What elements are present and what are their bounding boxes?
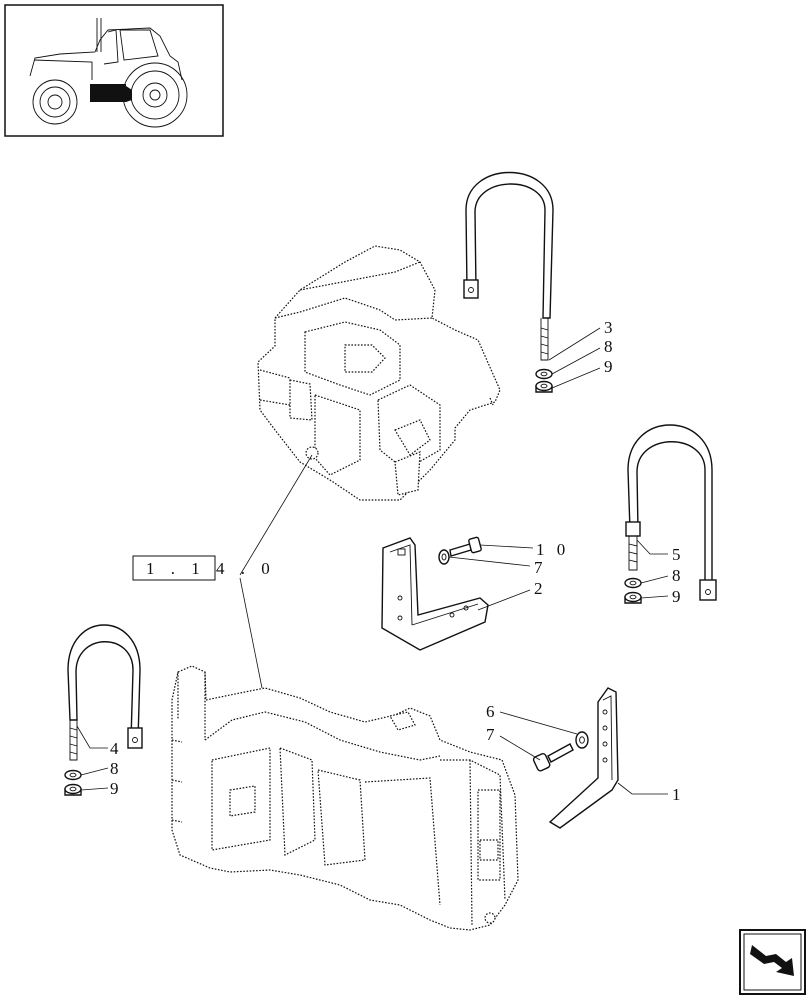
washer-6	[575, 731, 589, 749]
callout-5: 5	[672, 545, 681, 564]
callout-2: 2	[534, 579, 543, 598]
nut-9c	[64, 783, 82, 796]
callout-4: 4	[110, 739, 119, 758]
navigation-arrow-icon[interactable]	[739, 929, 806, 995]
bracket-1	[548, 687, 619, 829]
callout-9a: 9	[604, 357, 613, 376]
strap-5	[625, 424, 717, 601]
leader-lines	[76, 327, 669, 795]
strap-4	[67, 624, 143, 761]
washer-7a	[438, 549, 450, 565]
lower-tank-assembly	[171, 665, 519, 931]
bolt-10	[449, 536, 482, 557]
callout-9c: 9	[110, 779, 119, 798]
nut-9b	[624, 591, 642, 604]
tractor-thumbnail-icon[interactable]	[4, 4, 224, 137]
nut-9a	[535, 380, 553, 393]
strap-3	[463, 171, 554, 361]
callout-8b: 8	[672, 566, 681, 585]
callouts: 3 8 9 1 0 7 2 5 8 9 4 8 9 6 7 1	[110, 318, 681, 804]
reference-label: 1 . 1 4 . 0	[146, 559, 276, 578]
callout-1: 1	[672, 785, 681, 804]
reference-box[interactable]: 1 . 1 4 . 0	[132, 555, 276, 581]
bolt-7b	[532, 743, 574, 772]
washer-8c	[64, 769, 82, 781]
callout-7b: 7	[486, 725, 495, 744]
washer-8a	[535, 368, 553, 380]
washer-8b	[624, 577, 642, 589]
callout-7a: 7	[534, 558, 543, 577]
bracket-2	[381, 537, 489, 651]
callout-9b: 9	[672, 587, 681, 606]
upper-tank-assembly	[257, 245, 501, 501]
callout-8a: 8	[604, 337, 613, 356]
callout-8c: 8	[110, 759, 119, 778]
callout-3: 3	[604, 318, 613, 337]
callout-10: 1 0	[536, 540, 569, 559]
callout-6: 6	[486, 702, 495, 721]
